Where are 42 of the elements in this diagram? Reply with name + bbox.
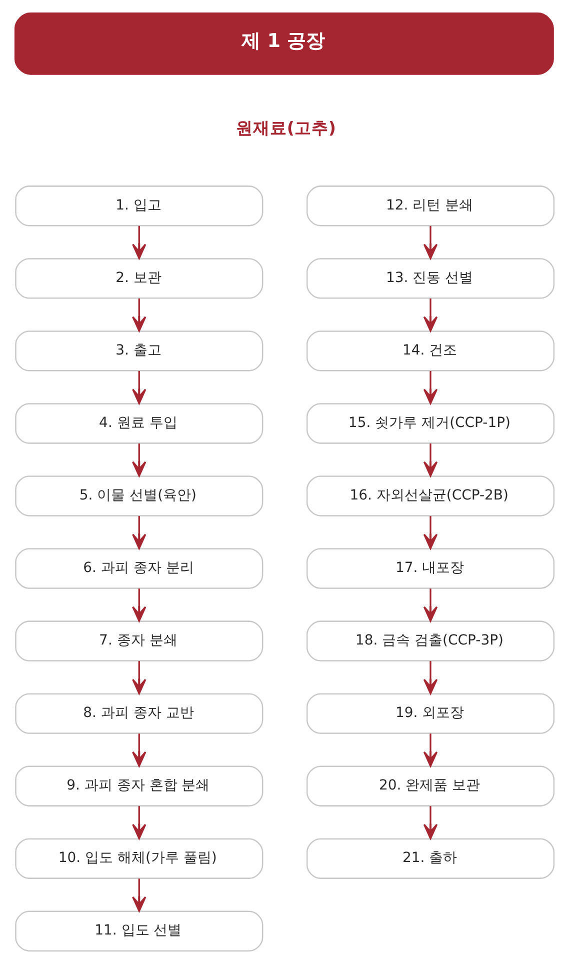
arrow <box>132 444 146 477</box>
node-box: 7. 종자 분쇄 <box>15 620 264 662</box>
node-box: 13. 진동 선별 <box>306 258 555 299</box>
node-box: 18. 금속 검출(CCP-3P) <box>306 620 555 662</box>
node-box: 17. 내포장 <box>306 548 555 589</box>
node-box: 2. 보관 <box>15 258 264 299</box>
node-box: 21. 출하 <box>306 838 555 879</box>
arrow <box>423 588 438 622</box>
arrow <box>423 370 438 404</box>
arrow <box>423 661 438 694</box>
node-box: 11. 입도 선별 <box>15 910 264 952</box>
arrow <box>132 878 146 912</box>
node-box: 제 1 공장 <box>14 12 554 75</box>
node-box: 12. 리턴 분쇄 <box>306 186 555 226</box>
arrow <box>423 226 438 260</box>
node-box: 4. 원료 투입 <box>15 403 264 444</box>
arrow <box>132 806 146 840</box>
node-box: 8. 과피 종자 교반 <box>15 693 264 734</box>
arrow <box>132 298 146 332</box>
arrow <box>132 516 146 550</box>
node-box: 6. 과피 종자 분리 <box>15 548 264 589</box>
node-box: 10. 입도 해체(가루 풀림) <box>15 838 264 879</box>
arrow <box>132 661 146 694</box>
arrow <box>132 226 146 260</box>
arrow <box>423 444 438 477</box>
node-box: 20. 완제품 보관 <box>306 766 555 806</box>
node-box: 19. 외포장 <box>306 693 555 734</box>
node-box: 3. 출고 <box>15 330 264 372</box>
arrow <box>423 734 438 767</box>
arrow <box>132 588 146 622</box>
node-box: 1. 입고 <box>15 186 264 226</box>
arrow <box>132 370 146 404</box>
arrow <box>132 734 146 767</box>
node-box: 5. 이물 선별(육안) <box>15 476 264 516</box>
arrow <box>423 806 438 840</box>
node-box: 9. 과피 종자 혼합 분쇄 <box>15 766 264 806</box>
node-box: 15. 쇳가루 제거(CCP-1P) <box>306 403 555 444</box>
arrow <box>423 298 438 332</box>
node-box: 14. 건조 <box>306 330 555 372</box>
node-box: 16. 자외선살균(CCP-2B) <box>306 476 555 516</box>
label: 원재료(고추) <box>236 118 336 138</box>
arrow <box>423 516 438 550</box>
